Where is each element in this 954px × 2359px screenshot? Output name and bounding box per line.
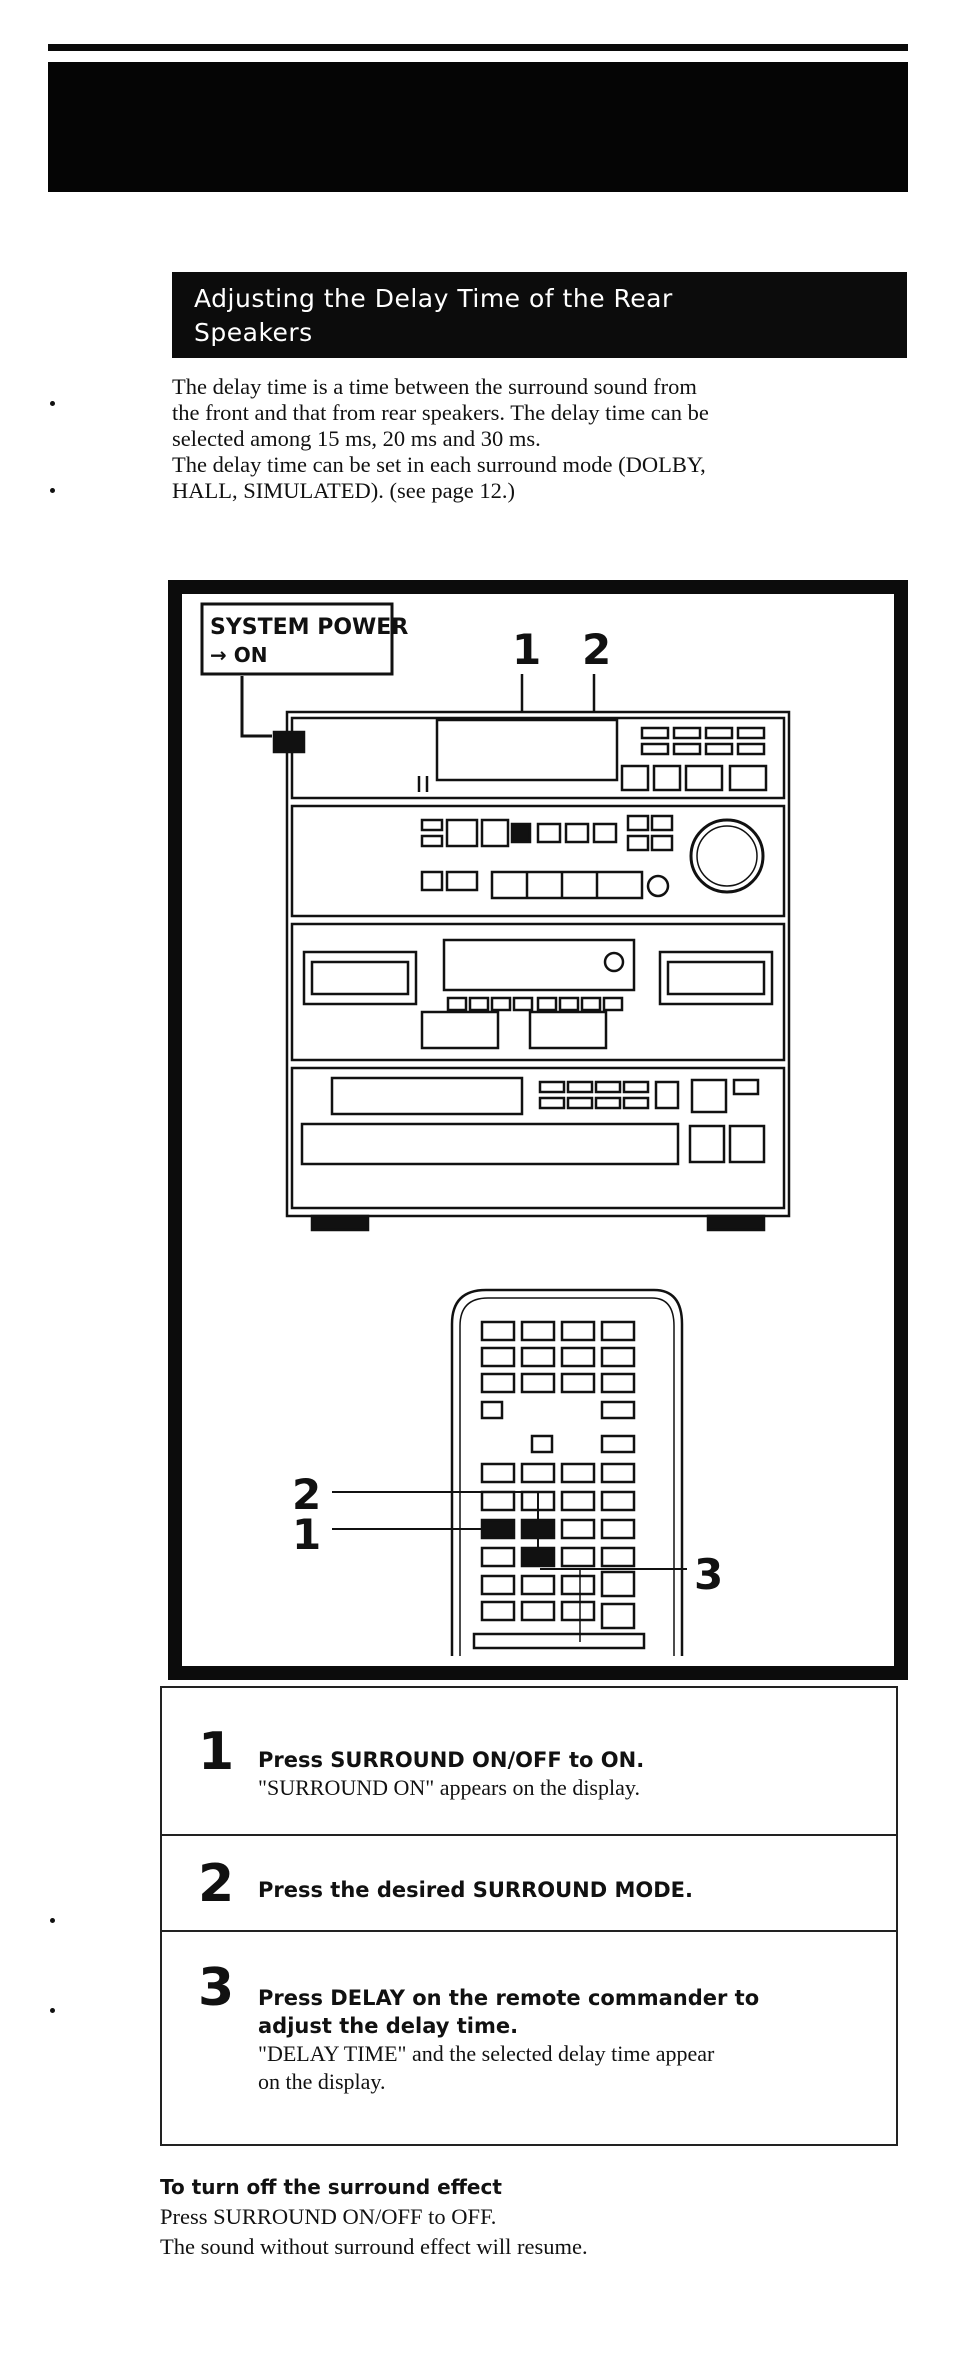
steps-table: 1 Press SURROUND ON/OFF to ON. "SURROUND…	[160, 1686, 898, 2146]
footer-line: The sound without surround effect will r…	[160, 2234, 588, 2259]
intro-line: the front and that from rear speakers. T…	[172, 400, 709, 425]
margin-dot	[50, 2008, 55, 2013]
margin-dot	[50, 1918, 55, 1923]
step-description: "SURROUND ON" appears on the display.	[258, 1775, 640, 1800]
step-2: 2 Press the desired SURROUND MODE.	[162, 1834, 896, 1930]
footer-line: Press SURROUND ON/OFF to OFF.	[160, 2204, 497, 2229]
remote-label-1: 1	[292, 1510, 321, 1559]
margin-dot	[50, 401, 55, 406]
power-button	[272, 730, 306, 754]
step-description-line: on the display.	[258, 2069, 386, 2094]
intro-line: The delay time is a time between the sur…	[172, 374, 697, 399]
section-title: Adjusting the Delay Time of the Rear Spe…	[172, 272, 907, 358]
header-band	[48, 62, 908, 192]
step-1: 1 Press SURROUND ON/OFF to ON. "SURROUND…	[162, 1686, 896, 1834]
illustration-frame: SYSTEM POWER → ON 1 2	[168, 580, 908, 1680]
stereo-system-unit	[272, 710, 791, 1232]
step-title-line: Press DELAY on the remote commander to	[258, 1986, 760, 2010]
system-power-callout: SYSTEM POWER → ON	[200, 602, 408, 738]
intro-line: selected among 15 ms, 20 ms and 30 ms.	[172, 426, 541, 451]
intro-text: The delay time is a time between the sur…	[172, 374, 912, 504]
remote-label-3: 3	[694, 1550, 723, 1599]
step-title-line: adjust the delay time.	[258, 2014, 519, 2038]
remote-commander	[450, 1288, 684, 1656]
footer-subhead: To turn off the surround effect	[160, 2175, 502, 2199]
step-number: 3	[198, 1958, 235, 2018]
step-number: 1	[198, 1722, 235, 1782]
unit-label-1: 1	[512, 625, 541, 674]
remote-label-2: 2	[292, 1470, 321, 1519]
section-title-line-1: Adjusting the Delay Time of the Rear	[194, 284, 673, 313]
step-3: 3 Press DELAY on the remote commander to…	[162, 1930, 896, 2146]
intro-line: HALL, SIMULATED). (see page 12.)	[172, 478, 516, 503]
intro-line: The delay time can be set in each surrou…	[172, 452, 706, 477]
step-title: Press SURROUND ON/OFF to ON.	[258, 1748, 645, 1772]
step-title: Press the desired SURROUND MODE.	[258, 1878, 694, 1902]
callout-text: → ON	[210, 643, 267, 667]
intro-paragraph-1: The delay time is a time between the sur…	[172, 374, 912, 452]
step-description: "DELAY TIME" and the selected delay time…	[258, 2040, 896, 2096]
step-number: 2	[198, 1854, 235, 1914]
system-and-remote-illustration: SYSTEM POWER → ON 1 2	[200, 602, 791, 1656]
unit-label-2: 2	[582, 625, 611, 674]
margin-dot	[50, 488, 55, 493]
callout-text: SYSTEM POWER	[210, 615, 408, 640]
intro-paragraph-2: The delay time can be set in each surrou…	[172, 452, 912, 504]
section-title-line-2: Speakers	[194, 318, 313, 347]
footer-note: To turn off the surround effect Press SU…	[160, 2172, 920, 2262]
step-description-line: "DELAY TIME" and the selected delay time…	[258, 2041, 715, 2066]
top-rule	[48, 44, 908, 51]
step-title: Press DELAY on the remote commander to a…	[258, 1932, 896, 2040]
